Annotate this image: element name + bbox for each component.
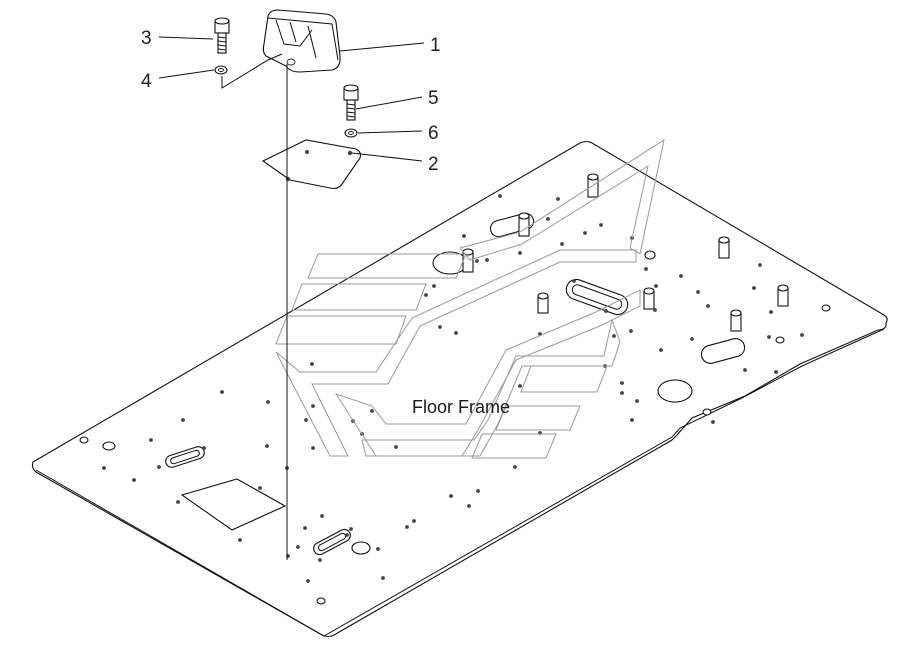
mounting-hole [320, 514, 324, 518]
mounting-hole [476, 489, 480, 493]
slot-center [565, 278, 629, 316]
mounting-hole [405, 525, 409, 529]
mounting-hole [706, 304, 710, 308]
mounting-hole [449, 494, 453, 498]
callout-4: 4 [141, 71, 152, 92]
mounting-hole [800, 333, 804, 337]
mounting-hole [132, 478, 136, 482]
mounting-hole [311, 404, 315, 408]
mounting-hole [769, 310, 773, 314]
mounting-hole [467, 504, 471, 508]
mounting-hole [475, 259, 479, 263]
mounting-hole [743, 368, 747, 372]
part-5-bolt [343, 84, 359, 121]
mounting-hole [258, 486, 262, 490]
mounting-hole [381, 576, 385, 580]
mounting-hole [612, 334, 616, 338]
part-2-plate [261, 139, 362, 190]
mounting-hole [620, 381, 624, 385]
mounting-hole [296, 545, 300, 549]
mounting-hole [767, 335, 771, 339]
callout-5: 5 [428, 88, 439, 109]
round-hole-right [657, 379, 693, 403]
slot-lower-left [165, 446, 205, 468]
mounting-hole [181, 418, 185, 422]
part-1-housing [262, 9, 341, 73]
floor-cutout [180, 478, 287, 531]
part-3-bolt [214, 17, 230, 54]
mounting-hole [752, 286, 756, 290]
mounting-hole [318, 558, 322, 562]
mounting-hole [583, 231, 587, 235]
mounting-hole [176, 500, 180, 504]
mounting-hole [599, 223, 603, 227]
round-hole-bottom [351, 541, 371, 555]
mounting-hole [149, 438, 153, 442]
mounting-hole [370, 409, 374, 413]
mounting-hole [758, 263, 762, 267]
mounting-hole [518, 251, 522, 255]
mounting-hole [376, 547, 380, 551]
floor-frame-plate [31, 140, 888, 638]
leader-lines [158, 36, 425, 162]
mounting-hole [238, 538, 242, 542]
mounting-hole [635, 399, 639, 403]
mounting-holes [102, 194, 804, 583]
mounting-hole [304, 418, 308, 422]
callout-1: 1 [430, 35, 441, 56]
mounting-hole [654, 284, 658, 288]
mounting-hole [432, 284, 436, 288]
mounting-hole [560, 242, 564, 246]
mounting-hole [653, 308, 657, 312]
mounting-hole [311, 446, 315, 450]
mounting-hole [556, 197, 560, 201]
callout-3: 3 [141, 28, 152, 49]
studs [462, 173, 789, 332]
mounting-hole [711, 420, 715, 424]
mounting-hole [412, 519, 416, 523]
mounting-hole [572, 279, 576, 283]
mounting-hole [266, 400, 270, 404]
callout-numbers: 1 2 3 4 5 6 [141, 28, 441, 175]
mounting-hole [454, 331, 458, 335]
mounting-hole [630, 418, 634, 422]
mounting-hole [310, 362, 314, 366]
part-6-washer [344, 128, 358, 138]
mounting-hole [424, 293, 428, 297]
mounting-hole [394, 445, 398, 449]
mounting-hole [690, 337, 694, 341]
mounting-hole [265, 444, 269, 448]
mounting-hole [349, 527, 353, 531]
callout-6: 6 [428, 123, 439, 144]
watermark-logo [275, 138, 665, 459]
mounting-hole [102, 466, 106, 470]
mounting-hole [629, 329, 633, 333]
mounting-hole [518, 384, 522, 388]
slot-right [700, 338, 746, 364]
mounting-hole [157, 465, 161, 469]
mounting-hole [546, 217, 550, 221]
mounting-hole [620, 391, 624, 395]
mounting-hole [774, 370, 778, 374]
mounting-hole [220, 390, 224, 394]
mounting-hole [659, 348, 663, 352]
mounting-hole [498, 194, 502, 198]
mounting-hole [679, 274, 683, 278]
mounting-hole [306, 579, 310, 583]
mounting-hole [345, 533, 349, 537]
callout-2: 2 [428, 154, 439, 175]
frame-label: Floor Frame [412, 397, 510, 417]
mounting-hole [303, 526, 307, 530]
assembly-lines [221, 53, 288, 560]
part-4-washer [214, 65, 228, 75]
mounting-hole [438, 325, 442, 329]
mounting-hole [513, 465, 517, 469]
mounting-hole [696, 290, 700, 294]
mounting-hole [462, 234, 466, 238]
mounting-hole [644, 267, 648, 271]
mounting-hole [485, 258, 489, 262]
mounting-hole [202, 446, 206, 450]
mounting-hole [604, 309, 608, 313]
